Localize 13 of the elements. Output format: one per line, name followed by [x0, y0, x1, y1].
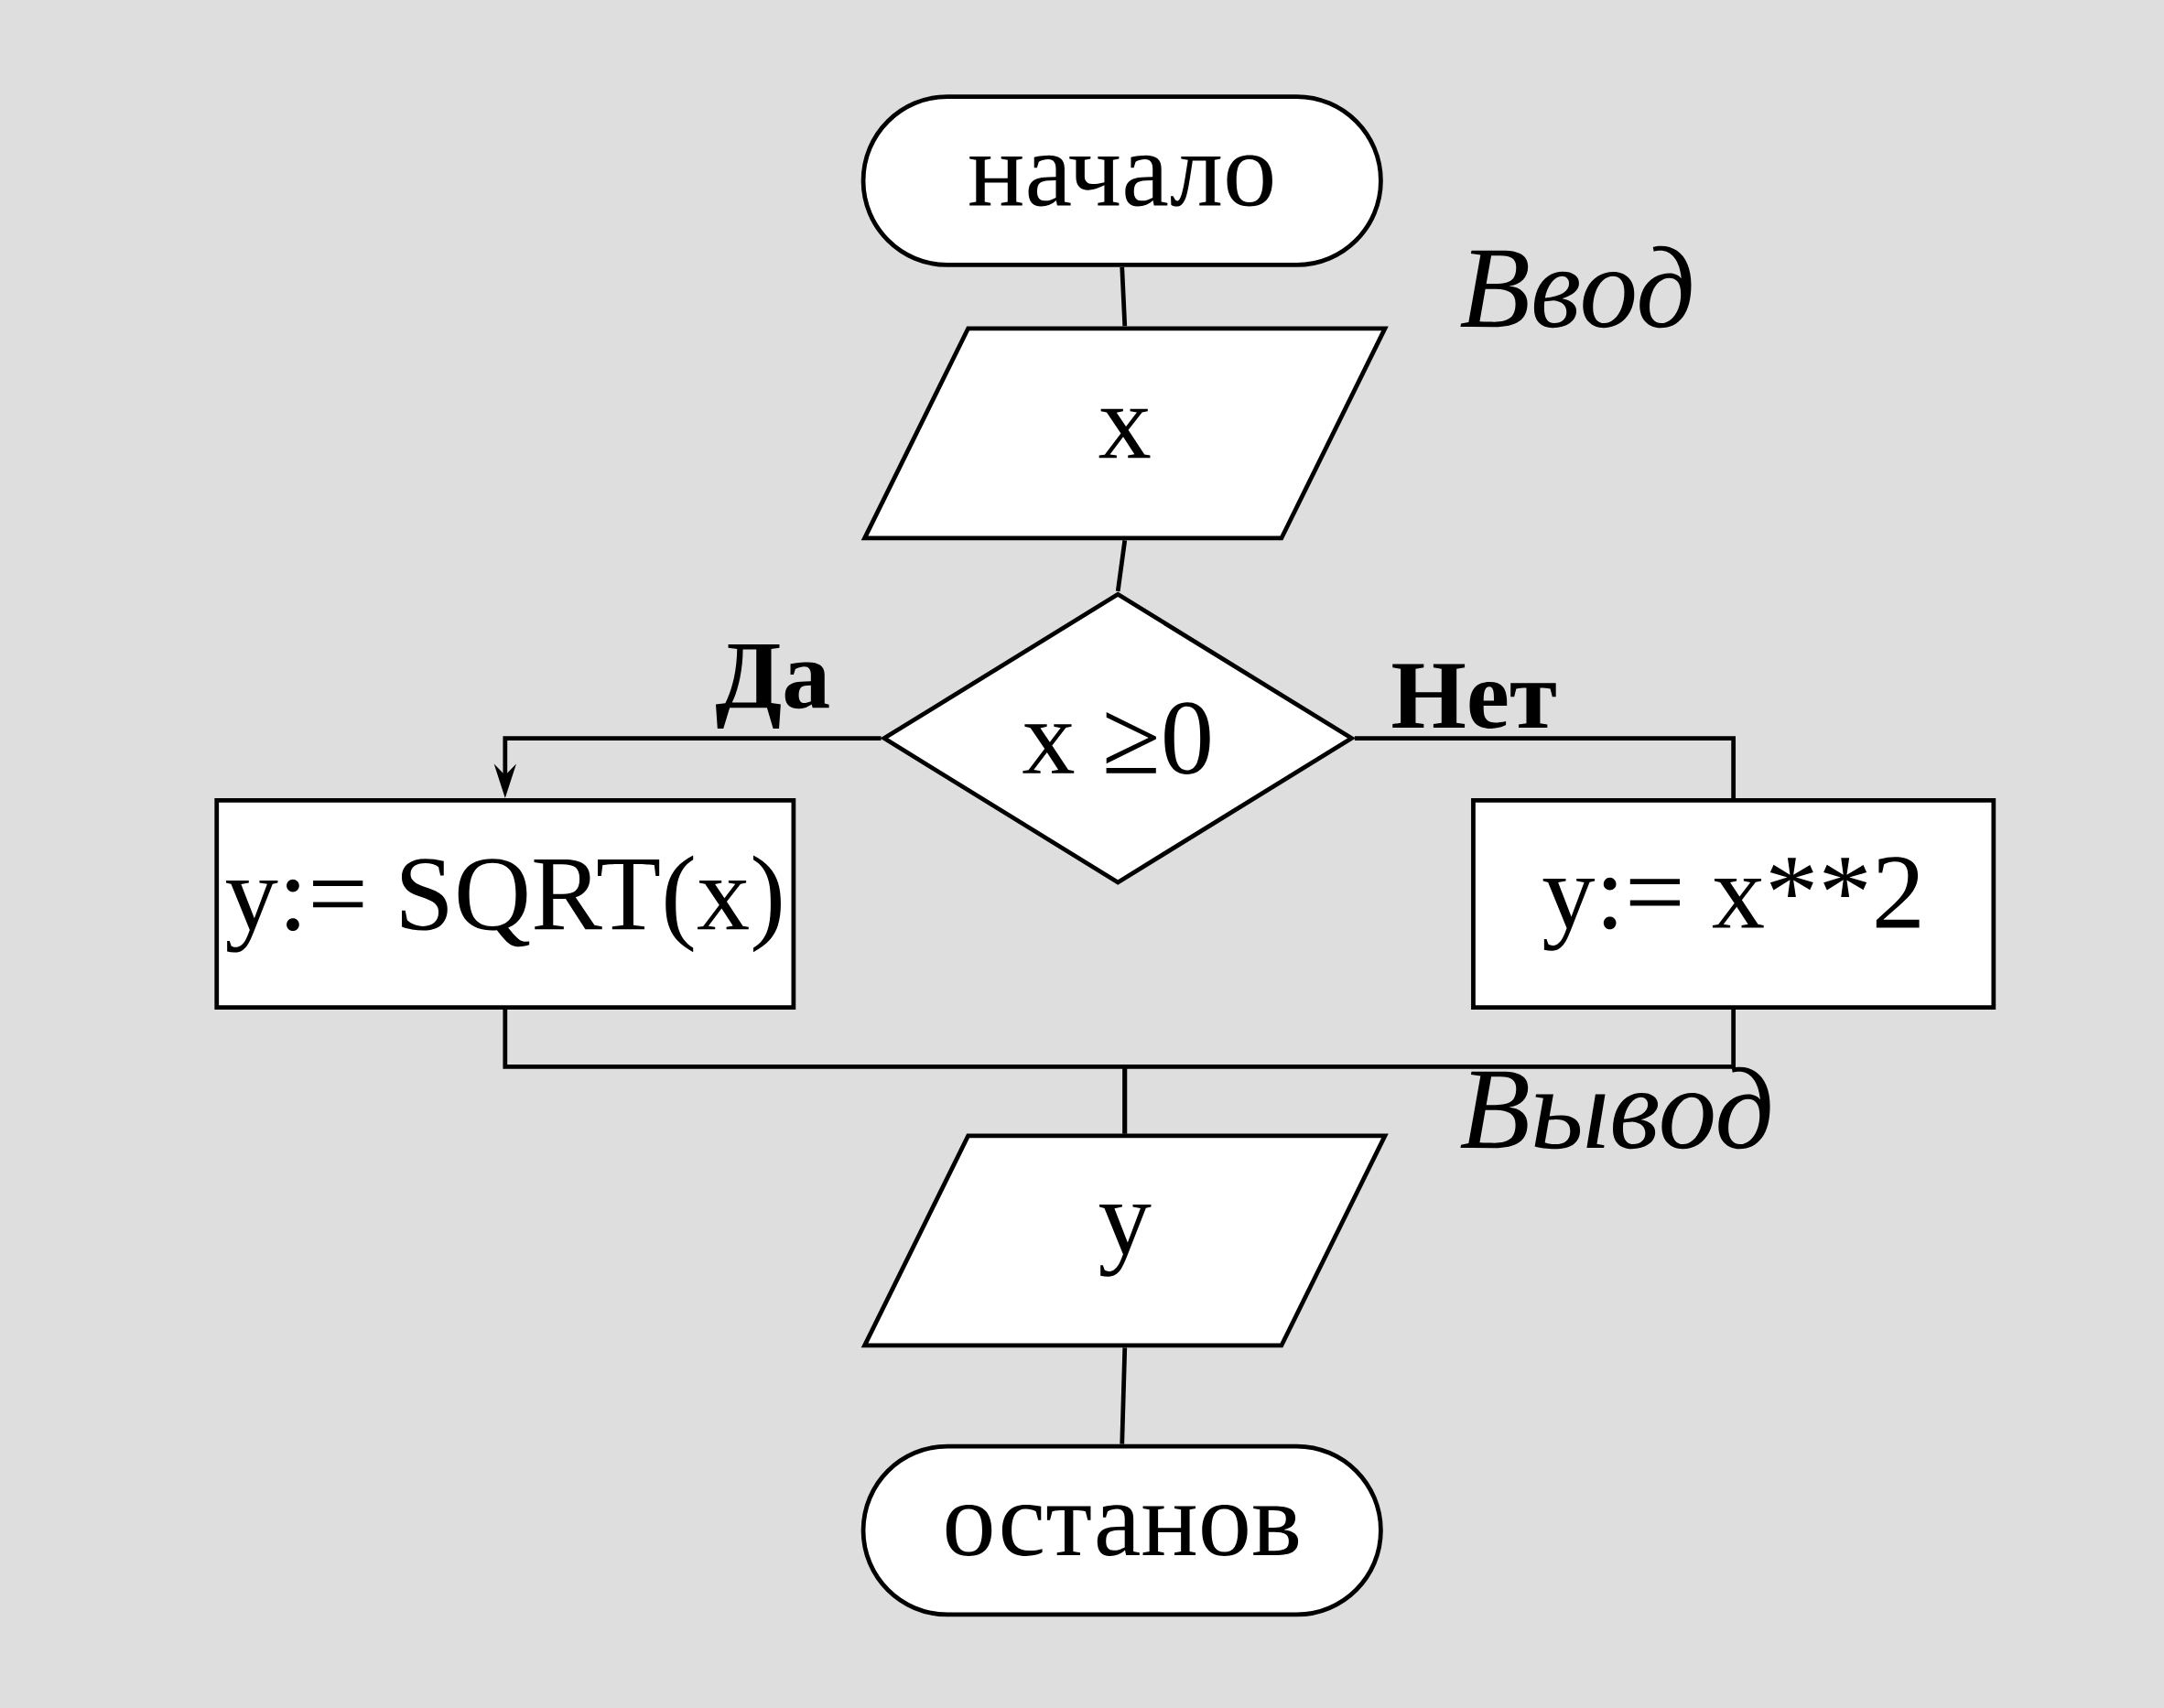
connector [1120, 266, 1128, 327]
connector [1115, 539, 1128, 591]
process-box: y:= SQRT(x) [214, 797, 796, 1010]
process-box: y:= x**2 [1471, 797, 1996, 1010]
connector [1354, 735, 1737, 798]
connector [1122, 1009, 1737, 1134]
edge-label: Да [716, 643, 829, 729]
handwritten-note: Ввод [1460, 245, 1692, 328]
terminal-box: начало [860, 93, 1383, 267]
edge-label: Нет [1392, 664, 1556, 729]
handwritten-note: Вывод [1460, 1066, 1770, 1149]
terminal-box: останов [860, 1443, 1383, 1617]
connector [1120, 1347, 1128, 1444]
